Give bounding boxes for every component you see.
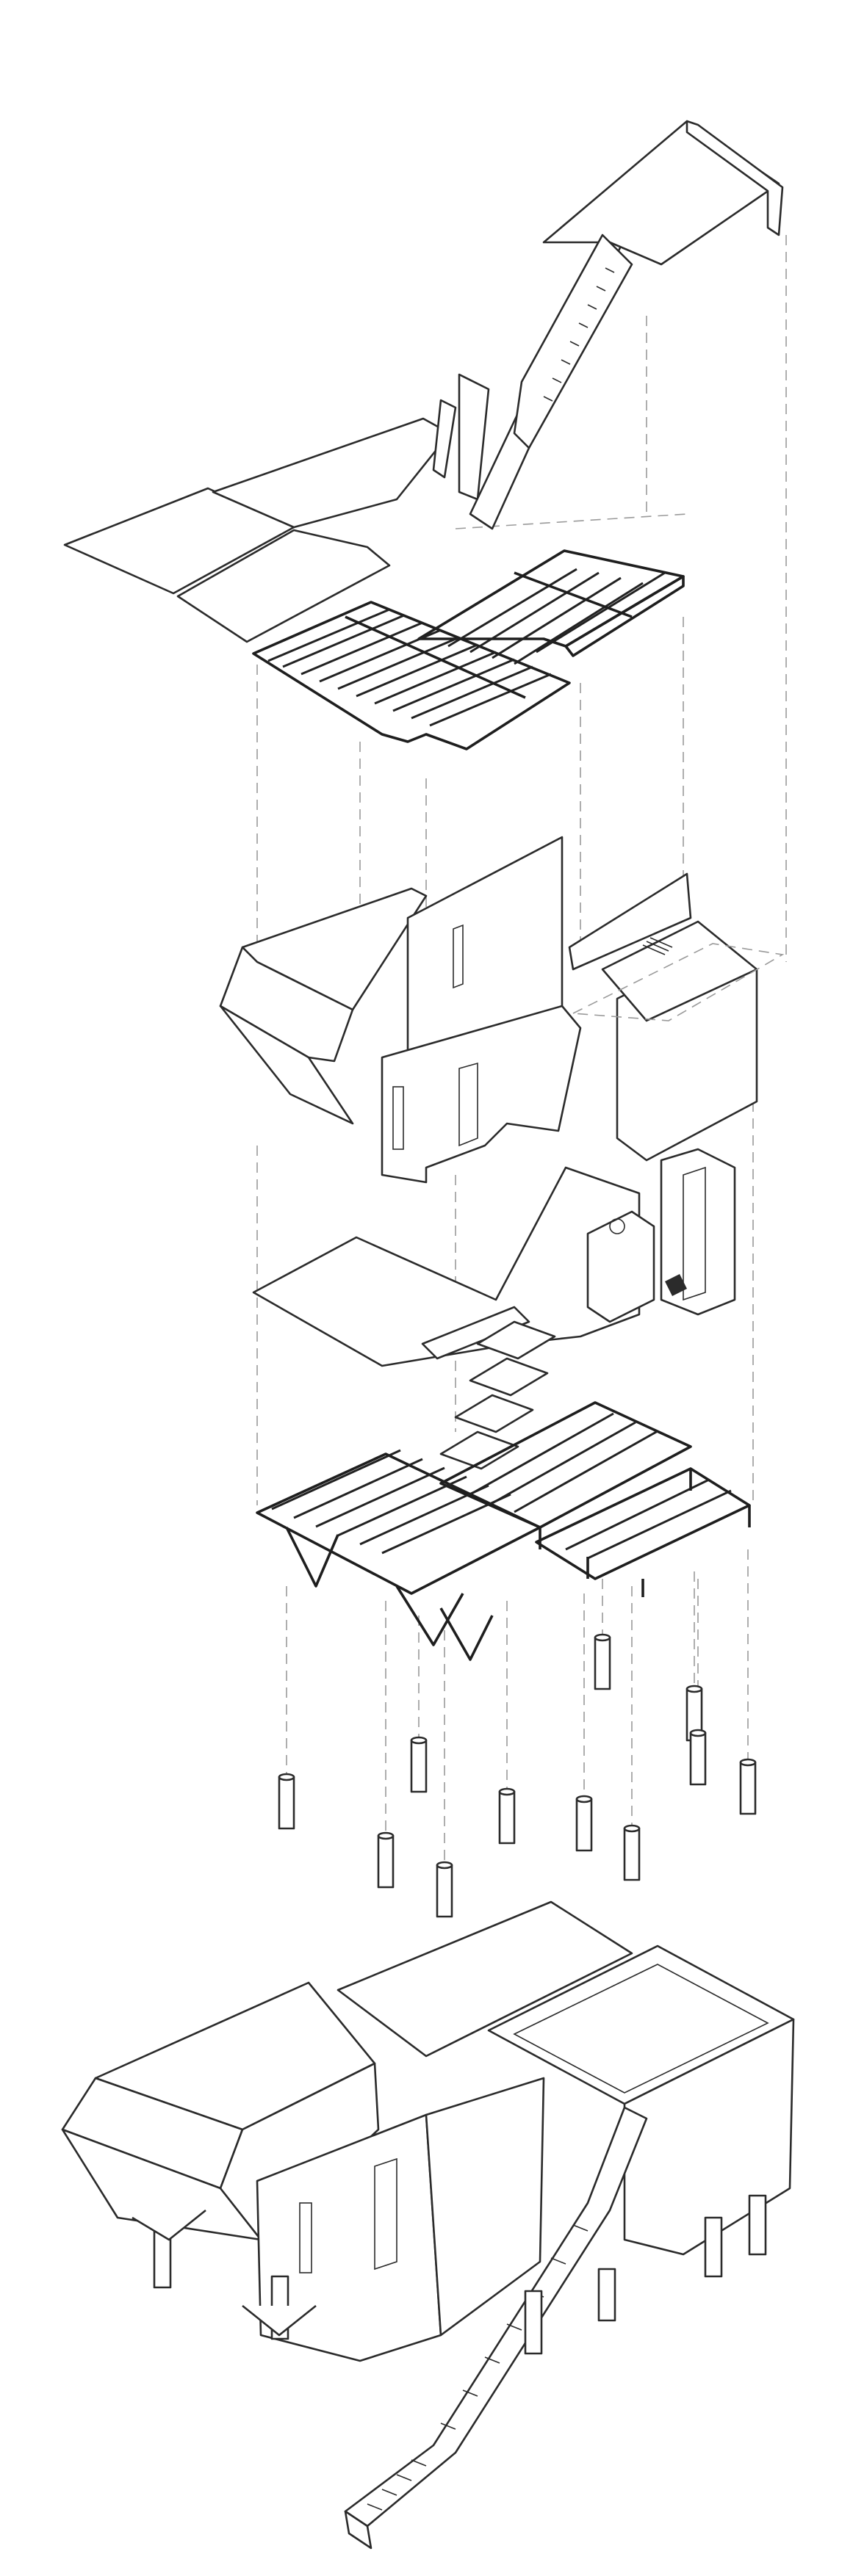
floor-frame-v-braces — [285, 1527, 494, 1661]
exterior-stair-parapet — [685, 120, 784, 236]
wall-prism-left-lower — [219, 1005, 354, 1125]
pile — [689, 1729, 707, 1786]
floor-frame-legs — [539, 1469, 751, 1597]
interior-sink — [609, 1218, 625, 1234]
assembled-v-braces — [132, 2209, 317, 2337]
layer-roof-joist-framing — [252, 549, 685, 750]
wall-bathroom-vent-slats — [642, 937, 673, 955]
assembled-stair-stringer — [344, 2106, 648, 2528]
wall-main-front — [381, 1005, 582, 1184]
roof-frame-crossbeam — [345, 615, 526, 699]
floor-joists-right — [565, 1478, 732, 1560]
floor-frame-left — [256, 1452, 541, 1595]
interior-stair-step-2 — [469, 1357, 549, 1397]
roof-plane-left-lower — [176, 529, 391, 643]
interior-vanity — [586, 1210, 655, 1323]
interior-stair-step-1 — [476, 1320, 556, 1360]
assembled-door — [374, 2157, 397, 2271]
assembled-slot-window — [299, 2202, 312, 2273]
interior-fixture-dark — [665, 1274, 687, 1296]
exterior-stair-treads — [543, 267, 615, 402]
roof-wall-fin-short — [432, 399, 457, 479]
pile — [741, 1704, 755, 1748]
pile — [278, 1773, 295, 1830]
interior-stair-step-3 — [454, 1394, 534, 1433]
pile — [575, 1795, 593, 1852]
floor-joists-left — [271, 1449, 511, 1555]
roof-joists-left — [267, 608, 552, 727]
roof-joists-right — [447, 568, 666, 665]
wall-slot-window-front — [392, 1086, 404, 1150]
layer-roof-and-exterior-stair — [63, 120, 784, 643]
exterior-stair-top-landing — [542, 120, 780, 266]
assembled-stair-side — [344, 2510, 372, 2550]
assembled-main-front-face — [425, 2077, 545, 2337]
pile — [436, 1861, 453, 1918]
pile — [594, 1633, 611, 1690]
wall-partition — [568, 872, 692, 971]
assembled-main-roof — [336, 1900, 633, 2058]
wall-bathroom-outline-dashed — [571, 943, 785, 1021]
exterior-stair-side-wall — [513, 234, 633, 449]
pile — [377, 1831, 395, 1889]
roof-frame-right-edge — [564, 575, 685, 657]
interior-bench — [421, 1306, 530, 1360]
interior-stair-step-4 — [439, 1430, 519, 1470]
wall-slot-window-back — [453, 924, 464, 989]
roof-wall-fin — [458, 373, 490, 501]
pile — [498, 1787, 516, 1845]
interior-tall-cabinet — [660, 1148, 736, 1316]
roof-frame-left — [252, 601, 571, 750]
layer-floor-frame-and-supports — [256, 1401, 751, 1661]
layer-assembled-building — [61, 1900, 795, 2550]
pile — [410, 1736, 428, 1793]
pile — [623, 1824, 641, 1881]
layer-interior-floor-and-fixtures — [252, 1148, 736, 1470]
pile — [739, 1758, 757, 1815]
wall-door-opening — [458, 1062, 478, 1147]
floor-frame-right — [535, 1467, 751, 1580]
roof-frame-crossbeam-2 — [514, 571, 633, 618]
interior-cabinet-door — [683, 1166, 706, 1301]
floor-frame-center — [439, 1401, 692, 1529]
roof-plane-center — [212, 417, 451, 529]
layer-walls-and-enclosure — [219, 836, 785, 1184]
assembled-right-inner — [513, 1964, 769, 2094]
floor-joists-center — [469, 1412, 658, 1513]
layer-pile-foundations — [278, 1633, 757, 1918]
